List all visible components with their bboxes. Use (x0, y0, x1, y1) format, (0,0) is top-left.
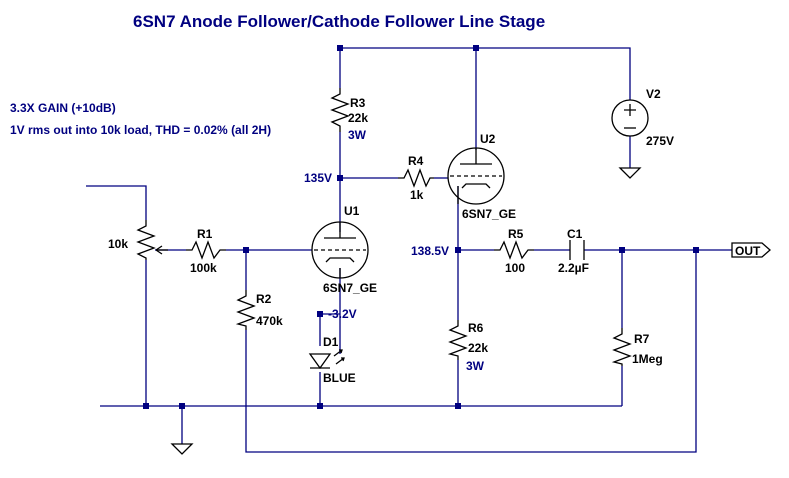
junction-dot (337, 45, 343, 51)
r2-value: 470k (256, 314, 283, 328)
u2-name: U2 (480, 132, 496, 146)
r6-name: R6 (468, 321, 484, 335)
resistor-r1[interactable] (186, 240, 226, 260)
resistor-r3[interactable] (330, 88, 350, 132)
r4-value: 1k (410, 188, 424, 202)
note-output: 1V rms out into 10k load, THD = 0.02% (a… (10, 123, 271, 137)
resistor-r4[interactable] (398, 168, 434, 188)
r3-power: 3W (348, 128, 367, 142)
cathode-voltage-label: 138.5V (411, 244, 449, 258)
junction-dot (317, 311, 323, 317)
d1-model: BLUE (323, 371, 356, 385)
u2-model: 6SN7_GE (462, 207, 516, 221)
r4-name: R4 (408, 154, 424, 168)
output-port[interactable] (731, 242, 771, 258)
r2-name: R2 (256, 292, 272, 306)
r5-value: 100 (505, 261, 525, 275)
r1-name: R1 (197, 227, 213, 241)
junction-dot (337, 175, 343, 181)
r6-power: 3W (466, 359, 485, 373)
junction-dot (455, 247, 461, 253)
junction-dot (179, 403, 185, 409)
v2-value: 275V (646, 134, 674, 148)
potentiometer[interactable] (136, 220, 168, 260)
junction-dot (243, 247, 249, 253)
u1-model: 6SN7_GE (323, 281, 377, 295)
junction-dot (317, 403, 323, 409)
d1-name: D1 (323, 335, 339, 349)
resistor-r6[interactable] (447, 320, 468, 360)
resistor-r7[interactable] (611, 328, 632, 366)
junction-dot (455, 403, 461, 409)
resistor-r5[interactable] (494, 240, 534, 260)
r5-name: R5 (508, 227, 524, 241)
pot-value: 10k (108, 237, 128, 251)
junction-dots (143, 45, 699, 409)
junction-dot (473, 45, 479, 51)
anode-voltage-label: 135V (304, 171, 332, 185)
v2-name: V2 (646, 87, 661, 101)
r6-value: 22k (468, 341, 488, 355)
c1-name: C1 (567, 227, 583, 241)
capacitor-c1[interactable] (569, 240, 585, 260)
r3-value: 22k (348, 111, 368, 125)
tube-u1[interactable] (311, 221, 369, 279)
led-d1[interactable] (308, 349, 345, 370)
junction-dot (143, 403, 149, 409)
led-voltage-label: -3.2V (328, 307, 357, 321)
u1-name: U1 (344, 204, 360, 218)
resistor-r2[interactable] (235, 290, 256, 330)
note-gain: 3.3X GAIN (+10dB) (10, 101, 116, 115)
schematic-title: 6SN7 Anode Follower/Cathode Follower Lin… (133, 12, 545, 31)
ground-symbol (170, 443, 194, 455)
r3-name: R3 (350, 96, 366, 110)
r1-value: 100k (190, 261, 217, 275)
r7-value: 1Meg (632, 352, 663, 366)
output-port-label: OUT (735, 244, 761, 258)
tube-u2[interactable] (447, 147, 505, 205)
ground-symbol (618, 167, 642, 179)
wires (86, 47, 732, 453)
c1-value: 2.2µF (558, 261, 589, 275)
junction-dot (693, 247, 699, 253)
voltage-source-v2[interactable] (611, 99, 649, 137)
r7-name: R7 (634, 332, 650, 346)
junction-dot (619, 247, 625, 253)
